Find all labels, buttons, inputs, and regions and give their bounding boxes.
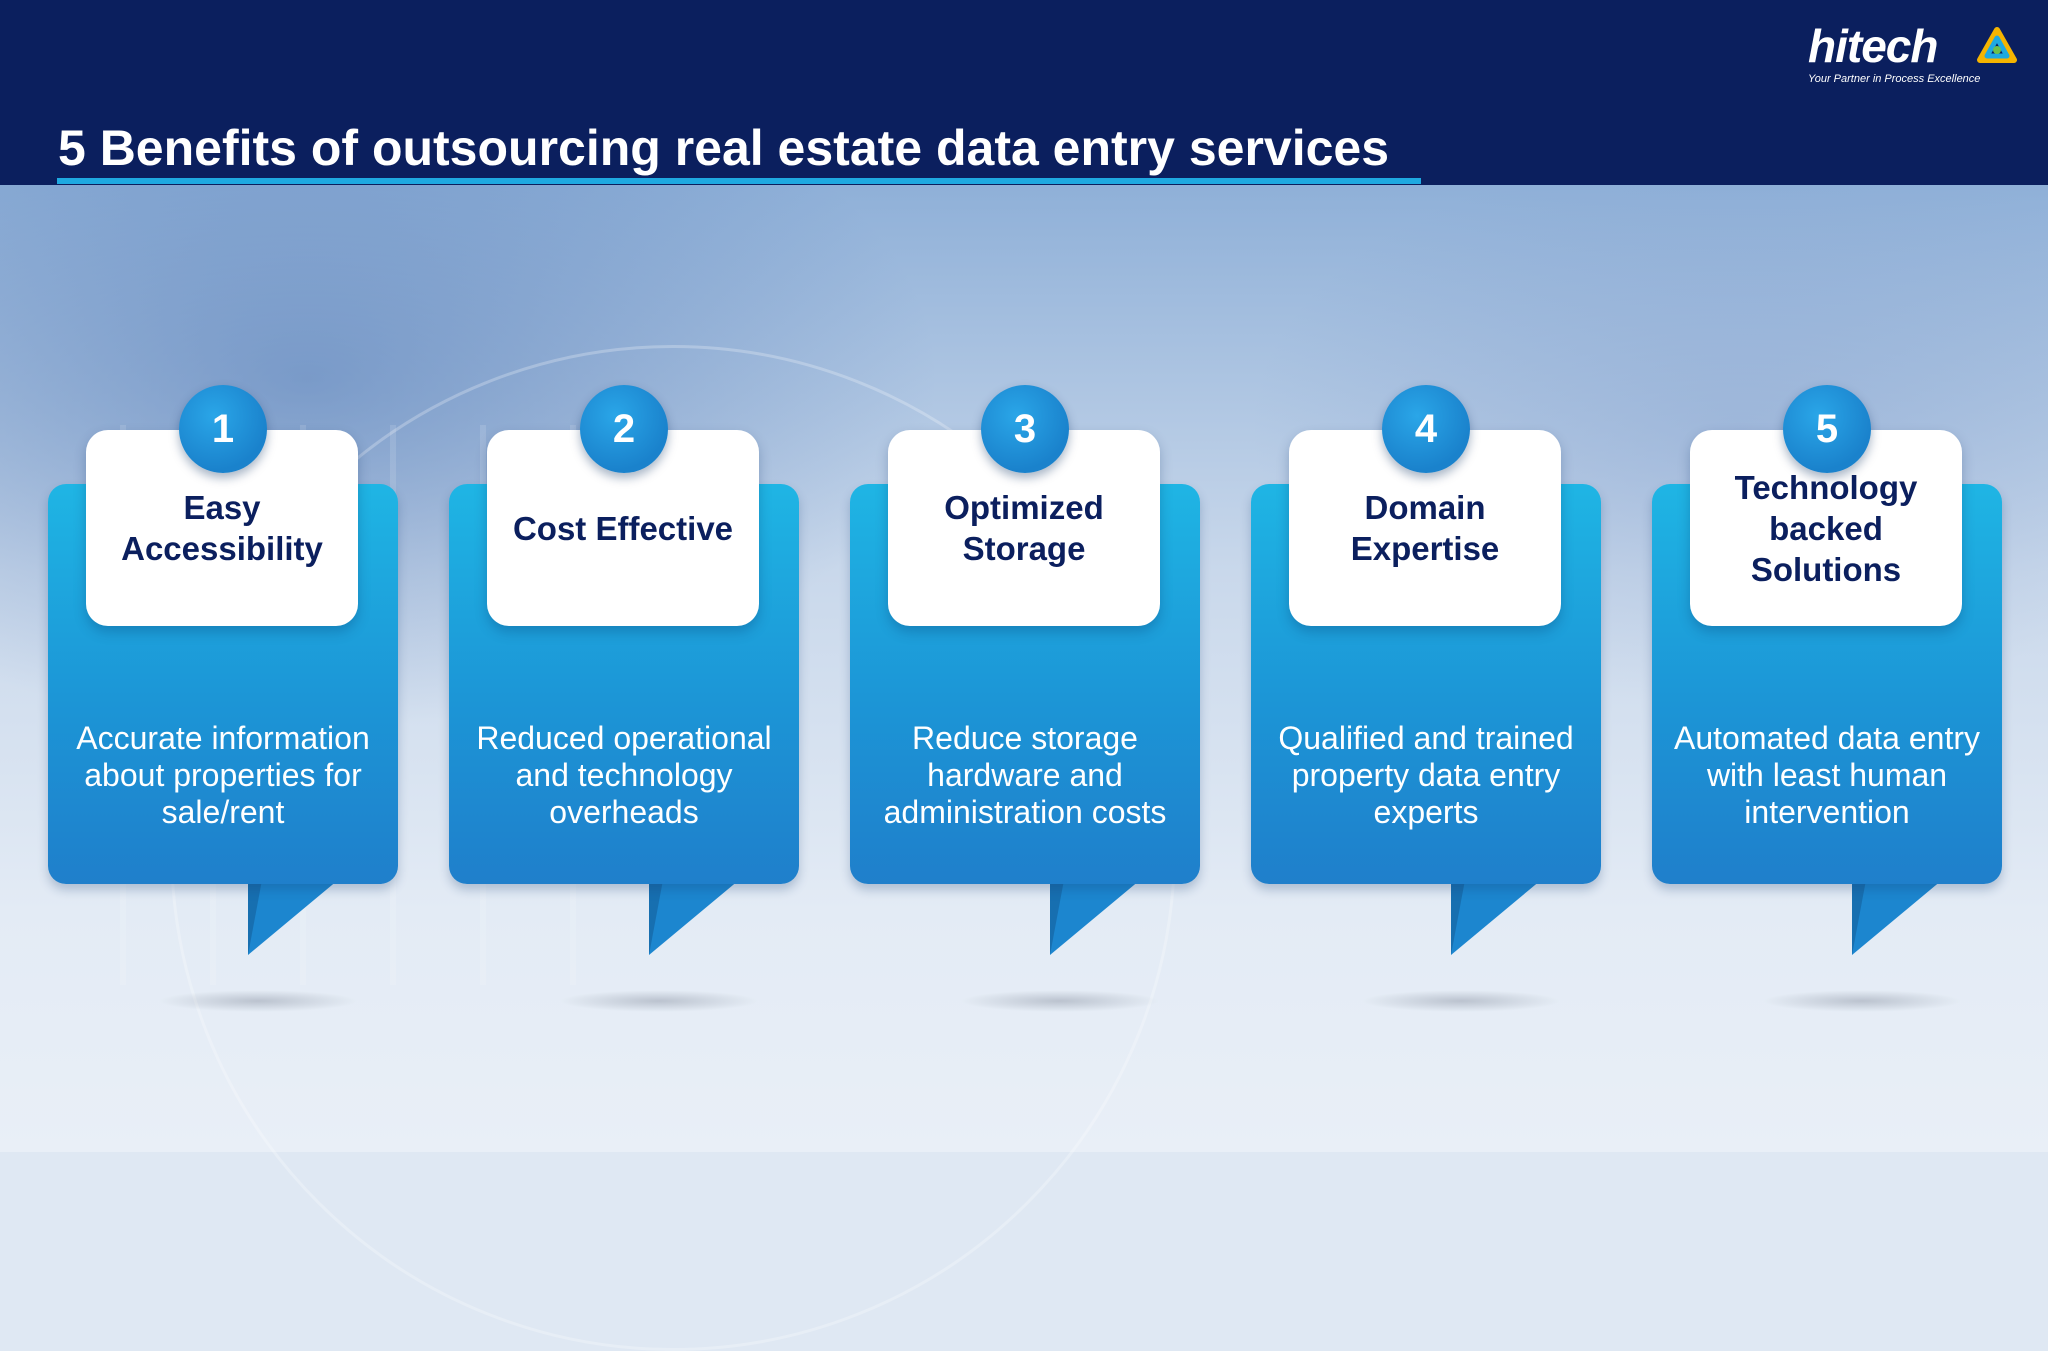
card-shadow (559, 990, 759, 1012)
benefit-description: Qualified and trained property data entr… (1278, 719, 1574, 830)
benefit-number-badge: 5 (1783, 385, 1871, 473)
benefit-description: Accurate information about properties fo… (76, 719, 370, 830)
benefit-title: Domain Expertise (1350, 489, 1500, 567)
benefit-card-3: Optimized Storage 3 Reduce storage hardw… (850, 385, 1200, 1012)
benefit-description: Automated data entry with least human in… (1674, 719, 1980, 830)
benefit-number-badge: 4 (1382, 385, 1470, 473)
bubble-pointer (153, 575, 215, 625)
card-shadow (158, 990, 358, 1012)
benefit-number-badge: 2 (580, 385, 668, 473)
benefit-description: Reduce storage hardware and administrati… (883, 719, 1167, 830)
card-tail-shape (649, 880, 739, 955)
benefit-title: Easy Accessibility (121, 489, 323, 567)
benefits-list: Easy Accessibility 1 Accurate informatio… (48, 385, 2002, 1012)
benefit-title: Technology backed Solutions (1734, 468, 1918, 588)
benefit-card-4: Domain Expertise 4 Qualified and trained… (1251, 385, 1601, 1012)
bubble-pointer (955, 575, 1017, 625)
benefit-description: Reduced operational and technology overh… (476, 719, 772, 830)
benefit-card-5: Technology backed Solutions 5 Automated … (1652, 385, 2002, 1012)
card-shadow (1762, 990, 1962, 1012)
card-tail-shape (1852, 880, 1942, 955)
card-shadow (1361, 990, 1561, 1012)
page-title: 5 Benefits of outsourcing real estate da… (58, 120, 1390, 176)
bubble-pointer (1757, 575, 1819, 625)
logo-triangle-icon (1977, 27, 2017, 63)
title-underline (57, 178, 1421, 184)
logo-tagline: Your Partner in Process Excellence (1808, 73, 1981, 85)
header-bar: 5 Benefits of outsourcing real estate da… (0, 0, 2048, 185)
logo-wordmark: hitech (1808, 20, 1938, 72)
benefit-title: Optimized Storage (944, 489, 1104, 567)
card-tail-shape (1050, 880, 1140, 955)
hitech-logo: hitech Your Partner in Process Excellenc… (1808, 20, 2022, 90)
bubble-pointer (1356, 575, 1418, 625)
benefit-number-badge: 1 (179, 385, 267, 473)
card-tail-shape (1451, 880, 1541, 955)
benefit-number-badge: 3 (981, 385, 1069, 473)
bubble-pointer (554, 575, 616, 625)
benefit-card-2: Cost Effective 2 Reduced operational and… (449, 385, 799, 1012)
card-tail-shape (248, 880, 338, 955)
card-shadow (960, 990, 1160, 1012)
benefit-title: Cost Effective (512, 509, 734, 547)
benefit-card-1: Easy Accessibility 1 Accurate informatio… (48, 385, 398, 1012)
